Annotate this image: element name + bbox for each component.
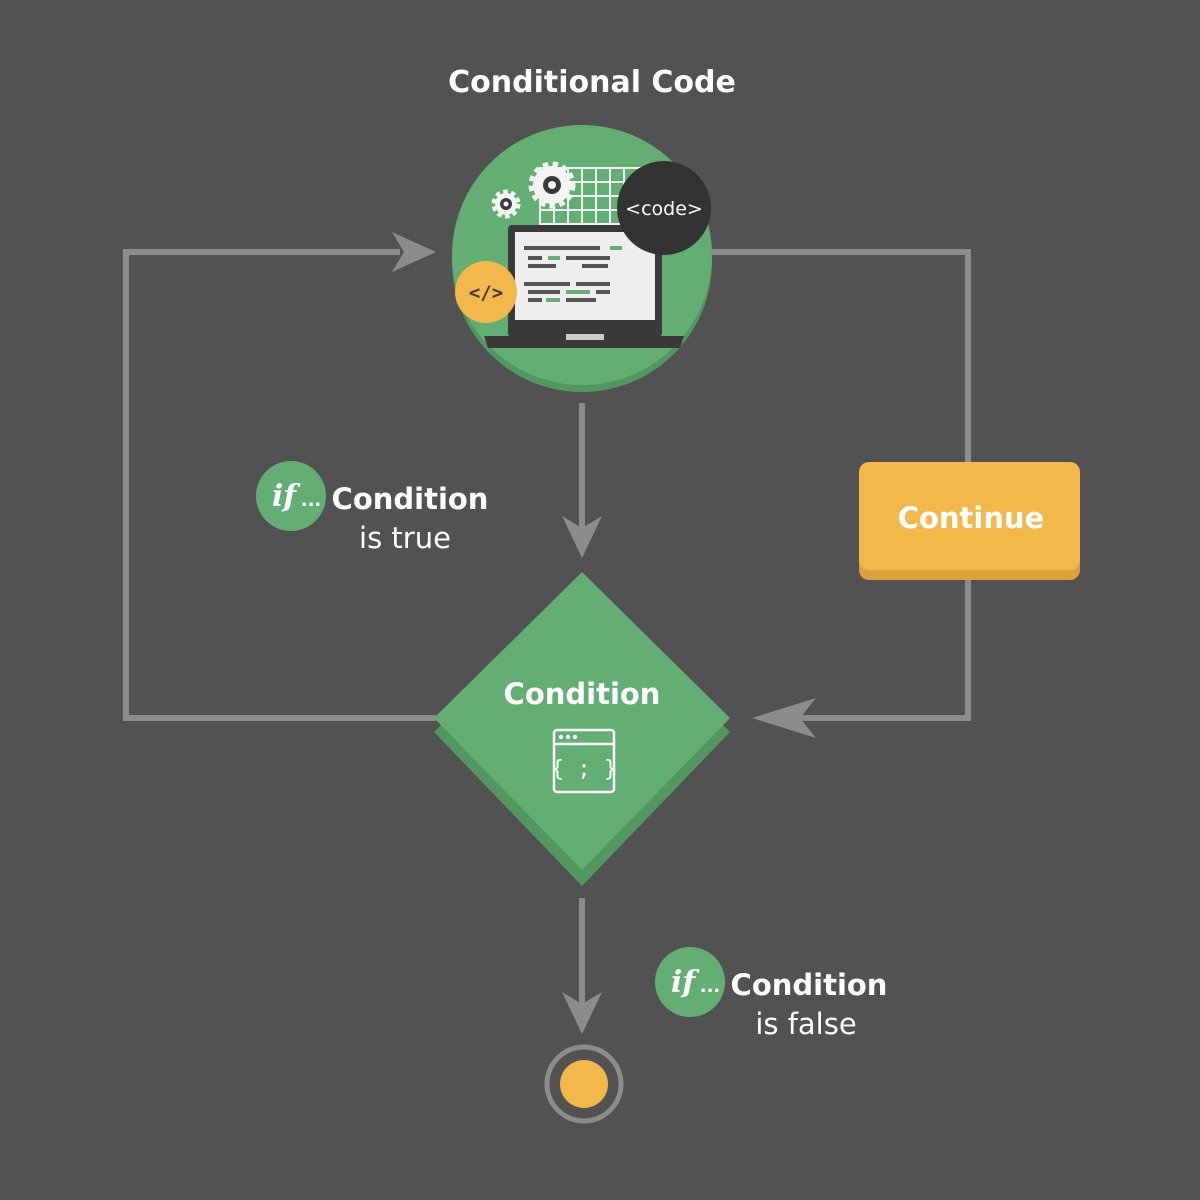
false-branch-label: if ... Condition is false — [655, 947, 887, 1041]
if-ellipsis-true: ... — [301, 490, 322, 511]
decision-label: Condition — [504, 677, 661, 711]
continue-to-decision-line — [790, 580, 971, 721]
true-condition-label: Condition — [332, 482, 489, 516]
arrow-right-icon — [392, 232, 436, 272]
top-to-continue-line — [712, 249, 971, 462]
loop-back-line — [123, 249, 436, 721]
false-condition-label: Condition — [731, 968, 888, 1002]
code-illustration: <code> </> — [452, 125, 712, 392]
connectors — [123, 249, 971, 1012]
end-node — [544, 1044, 624, 1124]
decision-diamond-shape — [434, 572, 730, 870]
if-ellipsis-false: ... — [700, 976, 721, 997]
decision-symbol: { ; } — [551, 757, 617, 782]
html-tag-icon: </> — [455, 261, 517, 323]
tag-badge-label: </> — [469, 282, 503, 304]
arrowheads — [392, 232, 816, 1034]
gear-small-icon — [491, 189, 521, 219]
true-branch-label: if ... Condition is true — [256, 461, 488, 555]
code-badge-icon: <code> — [617, 161, 711, 255]
true-condition-sublabel: is true — [359, 521, 451, 555]
arrow-down-icon — [562, 516, 602, 558]
end-node-ring — [544, 1044, 624, 1124]
code-badge-label: <code> — [625, 198, 703, 220]
false-condition-sublabel: is false — [755, 1007, 856, 1041]
arrow-down-end-icon — [562, 992, 602, 1034]
if-badge-false — [655, 947, 725, 1017]
if-badge-true — [256, 461, 326, 531]
decision-diamond: Condition { ; } — [434, 572, 730, 886]
gear-icon — [528, 161, 576, 209]
continue-box-face — [859, 462, 1080, 570]
code-window-icon: { ; } — [551, 728, 617, 794]
arrow-left-icon — [752, 698, 816, 738]
continue-box: Continue — [859, 462, 1080, 580]
diagram-title: Conditional Code — [448, 65, 736, 100]
laptop-icon — [484, 225, 684, 348]
continue-label: Continue — [898, 501, 1045, 535]
end-node-dot — [560, 1060, 608, 1108]
